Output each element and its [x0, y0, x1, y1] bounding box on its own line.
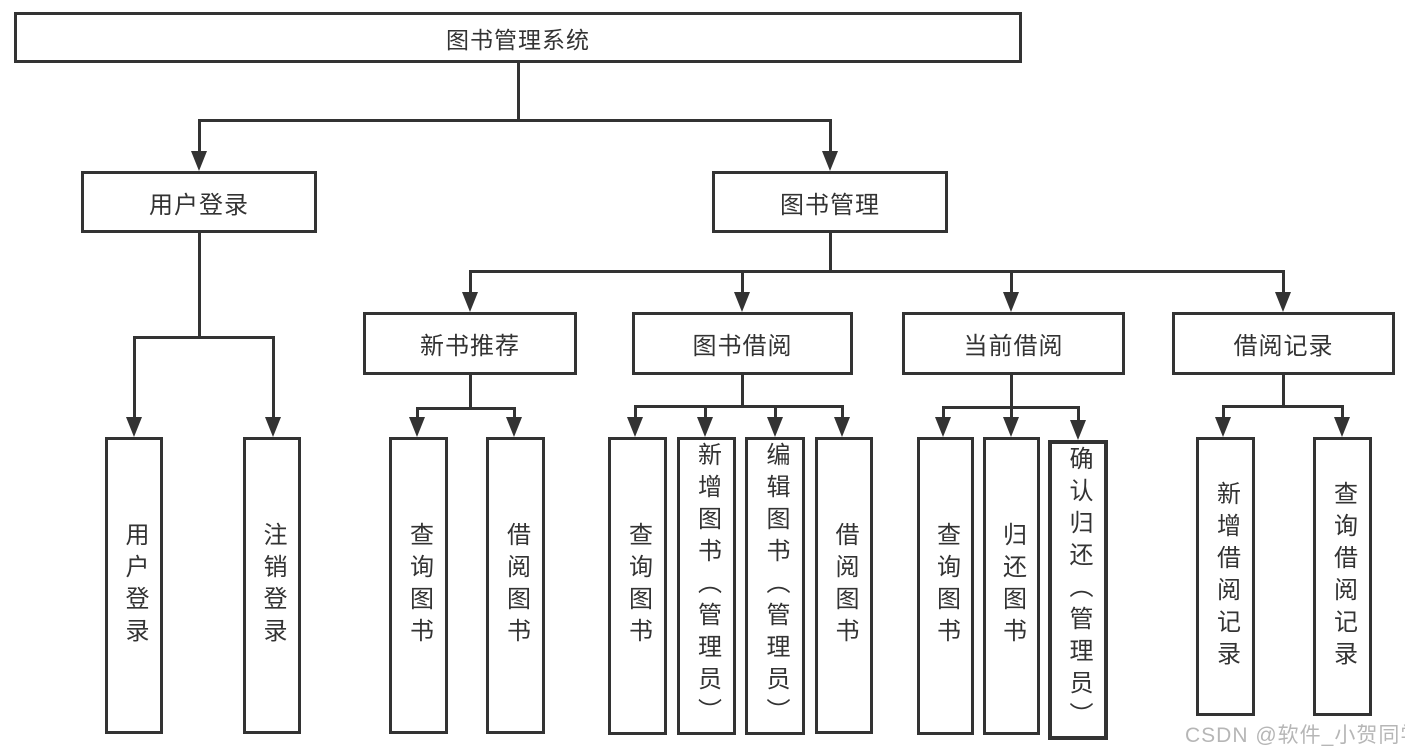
connector-user-login-bus [133, 336, 275, 339]
node-label: 图书借阅 [692, 333, 793, 360]
node-label: 借阅记录 [1233, 333, 1334, 360]
leaf-label: 借阅图书 [502, 521, 530, 650]
leaf-edit-books-admin: 编辑图书（管理员） [745, 437, 805, 735]
node-label: 图书管理系统 [446, 26, 590, 53]
arrow-down-icon [935, 406, 951, 437]
leaf-confirm-return-admin: 确认归还（管理员） [1048, 440, 1108, 740]
leaf-label: 借阅图书 [831, 521, 858, 650]
arrow-down-icon [1275, 270, 1291, 312]
arrow-down-icon [627, 405, 643, 437]
connector-level2-bus [198, 119, 832, 122]
node-label: 图书管理 [780, 191, 880, 219]
arrow-down-icon [767, 405, 783, 437]
node-book-borrowing: 图书借阅 [632, 312, 853, 375]
node-new-book-recommend: 新书推荐 [363, 312, 577, 375]
leaf-query-borrow-record: 查询借阅记录 [1313, 437, 1372, 716]
connector-book-management-feed [829, 233, 832, 272]
arrow-down-icon [409, 407, 425, 437]
arrow-down-icon [822, 119, 838, 171]
node-current-borrowing: 当前借阅 [902, 312, 1125, 375]
connector-level3-bus [469, 270, 1285, 273]
leaf-label: 新增借阅记录 [1212, 480, 1240, 673]
connector-book-borrowing-feed [741, 375, 744, 407]
leaf-logout: 注销登录 [243, 437, 301, 734]
node-label: 用户登录 [149, 191, 249, 219]
leaf-query-books-recommend: 查询图书 [389, 437, 448, 734]
leaf-label: 注销登录 [259, 521, 286, 650]
leaf-label: 确认归还（管理员） [1065, 446, 1092, 734]
arrow-down-icon [1070, 406, 1086, 440]
leaf-borrow-books: 借阅图书 [815, 437, 873, 734]
leaf-label: 查询图书 [405, 521, 433, 650]
connector-user-login-feed [198, 233, 201, 338]
node-book-management: 图书管理 [712, 171, 948, 233]
leaf-label: 新增图书（管理员） [693, 442, 721, 730]
node-user-login: 用户登录 [81, 171, 317, 233]
node-label: 新书推荐 [420, 333, 520, 360]
leaf-query-books-borrowing: 查询图书 [608, 437, 667, 735]
leaf-label: 查询图书 [932, 522, 960, 650]
leaf-label: 查询图书 [624, 522, 652, 650]
leaf-user-login: 用户登录 [105, 437, 163, 734]
connector-borrowing-records-bus [1222, 405, 1344, 408]
connector-book-borrowing-bus [634, 405, 844, 408]
arrow-down-icon [506, 407, 522, 437]
connector-current-borrowing-feed [1010, 375, 1013, 408]
leaf-label: 归还图书 [998, 522, 1026, 650]
arrow-down-icon [462, 270, 478, 312]
leaf-label: 编辑图书（管理员） [762, 442, 789, 730]
node-library-management-system: 图书管理系统 [14, 12, 1022, 63]
arrow-down-icon [834, 405, 850, 437]
connector-new-book-bus [416, 407, 516, 410]
leaf-label: 用户登录 [121, 521, 148, 650]
leaf-query-books-current: 查询图书 [917, 437, 974, 735]
arrow-down-icon [126, 336, 142, 437]
node-label: 当前借阅 [963, 333, 1064, 360]
arrow-down-icon [265, 336, 281, 437]
csdn-watermark: CSDN @软件_小贺同学 [1185, 724, 1405, 747]
node-borrowing-records: 借阅记录 [1172, 312, 1395, 375]
leaf-add-borrow-record: 新增借阅记录 [1196, 437, 1255, 716]
arrow-down-icon [191, 119, 207, 171]
arrow-down-icon [697, 405, 713, 437]
leaf-add-books-admin: 新增图书（管理员） [677, 437, 736, 735]
arrow-down-icon [734, 270, 750, 312]
connector-borrowing-records-feed [1282, 375, 1285, 407]
leaf-borrow-books-recommend: 借阅图书 [486, 437, 545, 734]
connector-root-feed [517, 63, 520, 121]
leaf-return-books: 归还图书 [983, 437, 1040, 735]
arrow-down-icon [1215, 405, 1231, 437]
arrow-down-icon [1003, 270, 1019, 312]
arrow-down-icon [1334, 405, 1350, 437]
leaf-label: 查询借阅记录 [1329, 480, 1357, 673]
connector-new-book-feed [469, 375, 472, 409]
arrow-down-icon [1003, 406, 1019, 437]
